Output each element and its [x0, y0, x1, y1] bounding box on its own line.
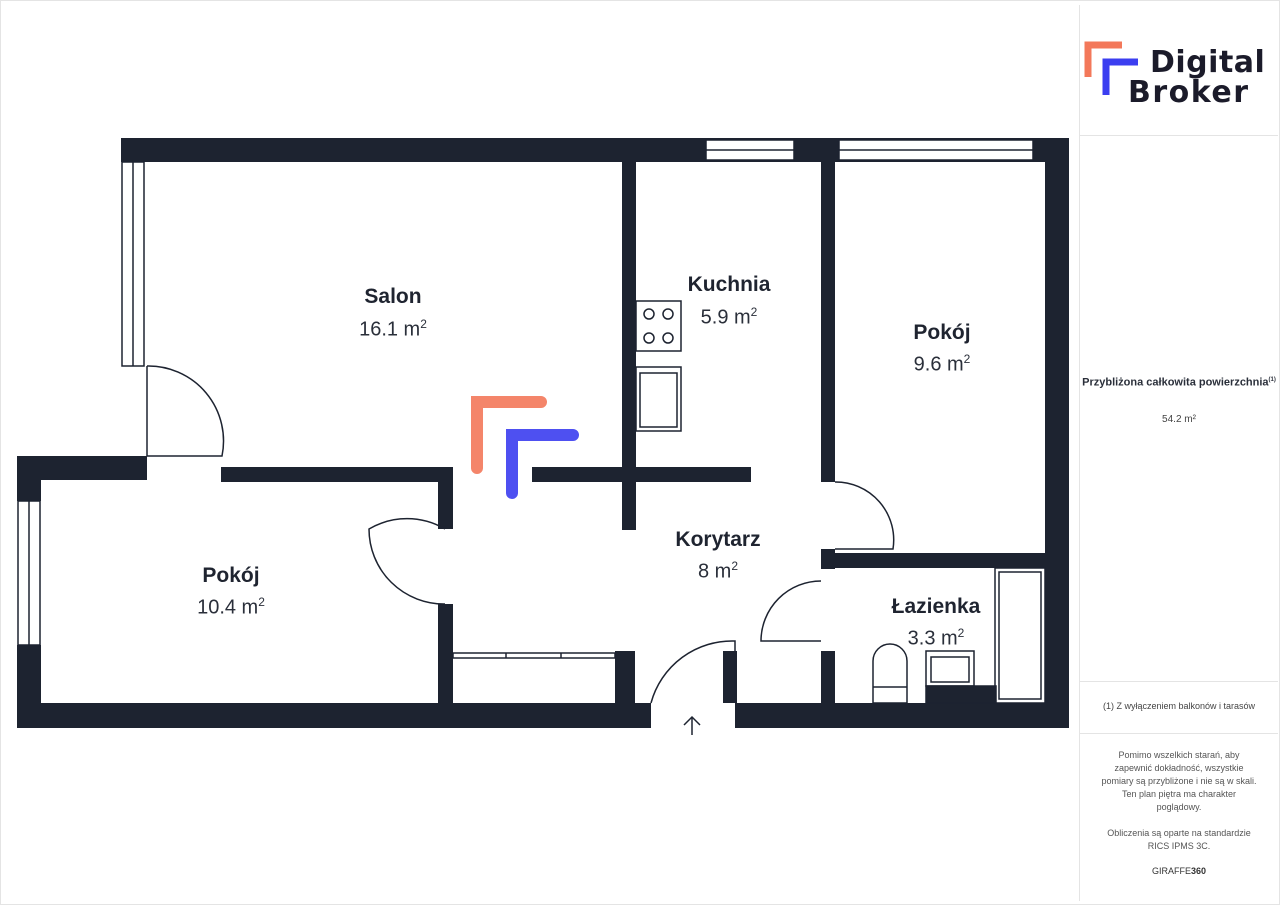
- room-name-korytarz: Korytarz: [675, 528, 761, 551]
- room-area-korytarz: 8 m2: [697, 559, 739, 583]
- info-sidebar: Digital Broker Przybliżona całkowita pow…: [1079, 5, 1278, 901]
- wardrobe: [452, 652, 616, 659]
- room-name-pokoj-right: Pokój: [913, 321, 971, 344]
- brand-logo-icon: [1084, 41, 1138, 95]
- floor-plan: [17, 138, 1069, 735]
- bathtub: [994, 567, 1046, 704]
- room-area-lazienka: 3.3 m2: [907, 626, 965, 650]
- disclaimer-text: Pomimo wszelkich starań, aby zapewnić do…: [1101, 750, 1257, 812]
- room-area-pokoj-left: 10.4 m2: [197, 595, 265, 619]
- watermark-logo: [471, 396, 579, 499]
- room-name-kuchnia: Kuchnia: [687, 273, 771, 296]
- room-name-salon: Salon: [364, 285, 422, 308]
- room-area-kuchnia: 5.9 m2: [700, 305, 758, 329]
- doors: [146, 365, 895, 704]
- room-name-lazienka: Łazienka: [891, 595, 981, 618]
- total-area-section: Przybliżona całkowita powierzchnia(1) 54…: [1080, 135, 1278, 682]
- walls: [17, 138, 1069, 728]
- toilet: [872, 643, 908, 704]
- disclaimer-section: Pomimo wszelkich starań, aby zapewnić do…: [1080, 733, 1278, 901]
- room-name-pokoj-left: Pokój: [202, 564, 260, 587]
- cooktop: [635, 300, 682, 352]
- room-area-salon: 16.1 m2: [359, 317, 427, 341]
- brand-logo: Digital Broker: [1080, 5, 1278, 136]
- total-area-label: Przybliżona całkowita powierzchnia(1): [1082, 376, 1276, 389]
- footnote-section: (1) Z wyłączeniem balkonów i tarasów: [1080, 681, 1278, 734]
- total-area-value: 54.2 m²: [1162, 414, 1196, 425]
- washbasin: [925, 650, 997, 704]
- calculation-note: Obliczenia są oparte na standardzie RICS…: [1107, 828, 1251, 851]
- giraffe360-credit: GIRAFFE360: [1151, 866, 1207, 876]
- windows: [17, 139, 1034, 646]
- entrance-arrow-icon: [683, 715, 701, 735]
- brand-name-line2: Broker: [1128, 75, 1250, 110]
- kitchen-sink: [635, 366, 682, 432]
- footnote-text: (1) Z wyłączeniem balkonów i tarasów: [1102, 701, 1256, 711]
- room-area-pokoj-right: 9.6 m2: [913, 352, 971, 376]
- brand-name-line1: Digital: [1150, 45, 1266, 80]
